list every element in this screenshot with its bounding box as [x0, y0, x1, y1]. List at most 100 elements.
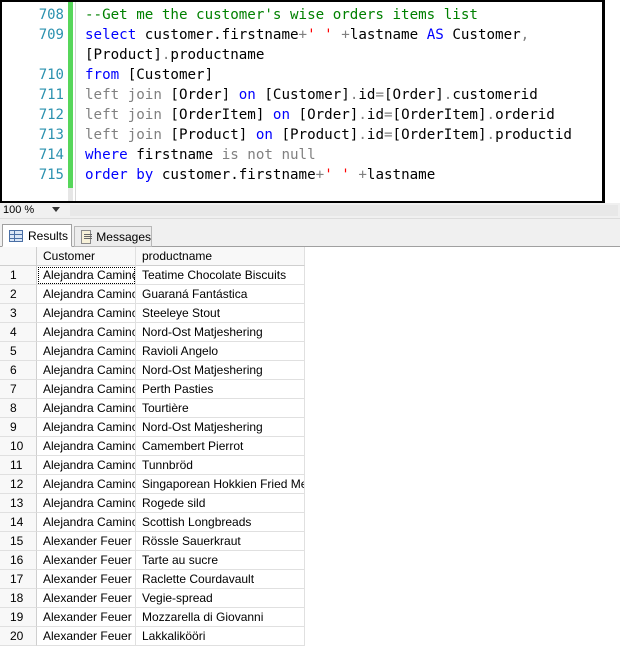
- row-number[interactable]: 9: [0, 418, 37, 437]
- cell-productname[interactable]: Teatime Chocolate Biscuits: [136, 266, 305, 285]
- cell-customer[interactable]: Alexander Feuer: [37, 570, 136, 589]
- code-line[interactable]: [Product].productname: [85, 45, 602, 65]
- cell-productname[interactable]: Rössle Sauerkraut: [136, 532, 305, 551]
- row-number[interactable]: 18: [0, 589, 37, 608]
- cell-productname[interactable]: Nord-Ost Matjeshering: [136, 418, 305, 437]
- code-line[interactable]: left join [Product] on [Product].id=[Ord…: [85, 125, 602, 145]
- row-number[interactable]: 5: [0, 342, 37, 361]
- results-grid-icon: [9, 229, 23, 242]
- cell-productname[interactable]: Tarte au sucre: [136, 551, 305, 570]
- cell-productname[interactable]: Rogede sild: [136, 494, 305, 513]
- cell-customer[interactable]: Alexander Feuer: [37, 532, 136, 551]
- cell-productname[interactable]: Ravioli Angelo: [136, 342, 305, 361]
- cell-productname[interactable]: Guaraná Fantástica: [136, 285, 305, 304]
- code-line[interactable]: order by customer.firstname+' ' +lastnam…: [85, 165, 602, 185]
- line-number: 715: [38, 167, 64, 183]
- cell-productname[interactable]: Mozzarella di Giovanni: [136, 608, 305, 627]
- cell-customer[interactable]: Alexander Feuer: [37, 627, 136, 646]
- tab-messages[interactable]: Messages: [74, 226, 152, 247]
- cell-customer[interactable]: Alejandra Camino: [37, 456, 136, 475]
- code-line[interactable]: select customer.firstname+' ' +lastname …: [85, 25, 602, 45]
- cell-productname[interactable]: Raclette Courdavault: [136, 570, 305, 589]
- row-number[interactable]: 12: [0, 475, 37, 494]
- column-header-customer[interactable]: Customer: [37, 247, 136, 266]
- messages-icon: [81, 229, 93, 244]
- row-number-header[interactable]: [0, 247, 37, 266]
- row-number[interactable]: 11: [0, 456, 37, 475]
- cell-productname[interactable]: Nord-Ost Matjeshering: [136, 323, 305, 342]
- code-token: [Product]: [161, 127, 256, 143]
- cell-customer[interactable]: Alexander Feuer: [37, 608, 136, 627]
- code-token: id: [358, 87, 376, 103]
- row-number[interactable]: 20: [0, 627, 37, 646]
- cell-customer[interactable]: Alejandra Camino: [37, 342, 136, 361]
- code-line[interactable]: from [Customer]: [85, 65, 602, 85]
- cell-productname[interactable]: Tourtière: [136, 399, 305, 418]
- editor-status-bar: 100 %: [0, 203, 620, 219]
- code-token: .: [358, 107, 367, 123]
- code-line[interactable]: where firstname is not null: [85, 145, 602, 165]
- row-number[interactable]: 15: [0, 532, 37, 551]
- row-number[interactable]: 7: [0, 380, 37, 399]
- cell-customer[interactable]: Alejandra Camino: [37, 380, 136, 399]
- change-tracking-bar-empty: [68, 188, 73, 201]
- cell-customer[interactable]: Alejandra Camino: [37, 323, 136, 342]
- code-token: +: [298, 27, 308, 43]
- cell-customer[interactable]: Alejandra Camino: [37, 361, 136, 380]
- cell-productname[interactable]: Scottish Longbreads: [136, 513, 305, 532]
- row-number[interactable]: 16: [0, 551, 37, 570]
- row-number[interactable]: 2: [0, 285, 37, 304]
- cell-customer[interactable]: Alejandra Camino: [37, 304, 136, 323]
- code-token: ' ': [324, 167, 350, 183]
- code-token: [OrderItem]: [161, 107, 273, 123]
- row-number[interactable]: 17: [0, 570, 37, 589]
- cell-customer[interactable]: Alejandra Camino: [37, 266, 136, 285]
- cell-customer[interactable]: Alejandra Camino: [37, 494, 136, 513]
- row-number[interactable]: 14: [0, 513, 37, 532]
- line-number: 713: [38, 127, 64, 143]
- cell-customer[interactable]: Alexander Feuer: [37, 551, 136, 570]
- code-token: .: [486, 107, 496, 123]
- cell-productname[interactable]: Lakkalikööri: [136, 627, 305, 646]
- cell-customer[interactable]: Alejandra Camino: [37, 513, 136, 532]
- cell-customer[interactable]: Alejandra Camino: [37, 418, 136, 437]
- cell-productname[interactable]: Nord-Ost Matjeshering: [136, 361, 305, 380]
- code-token: AS: [426, 27, 444, 43]
- code-line[interactable]: --Get me the customer's wise orders item…: [85, 5, 602, 25]
- code-token: [Product]: [272, 127, 359, 143]
- code-line[interactable]: left join [OrderItem] on [Order].id=[Ord…: [85, 105, 602, 125]
- code-token: [OrderItem]: [392, 107, 487, 123]
- horizontal-scrollbar[interactable]: [70, 205, 618, 216]
- cell-productname[interactable]: Tunnbröd: [136, 456, 305, 475]
- cell-productname[interactable]: Steeleye Stout: [136, 304, 305, 323]
- cell-productname[interactable]: Vegie-spread: [136, 589, 305, 608]
- code-token: --Get me the customer's wise orders item…: [85, 7, 478, 23]
- row-number[interactable]: 1: [0, 266, 37, 285]
- code-line[interactable]: left join [Order] on [Customer].id=[Orde…: [85, 85, 602, 105]
- row-number[interactable]: 6: [0, 361, 37, 380]
- cell-productname[interactable]: Camembert Pierrot: [136, 437, 305, 456]
- cell-customer[interactable]: Alejandra Camino: [37, 285, 136, 304]
- row-number[interactable]: 10: [0, 437, 37, 456]
- row-number[interactable]: 19: [0, 608, 37, 627]
- code-token: [Order]: [384, 87, 444, 103]
- row-number[interactable]: 8: [0, 399, 37, 418]
- cell-productname[interactable]: Perth Pasties: [136, 380, 305, 399]
- cell-customer[interactable]: Alejandra Camino: [37, 475, 136, 494]
- cell-customer[interactable]: Alexander Feuer: [37, 589, 136, 608]
- cell-customer[interactable]: Alejandra Camino: [37, 437, 136, 456]
- cell-productname[interactable]: Singaporean Hokkien Fried Mee: [136, 475, 305, 494]
- column-header-productname[interactable]: productname: [136, 247, 305, 266]
- zoom-dropdown-icon[interactable]: [52, 207, 60, 212]
- cell-customer[interactable]: Alejandra Camino: [37, 399, 136, 418]
- row-number[interactable]: 13: [0, 494, 37, 513]
- code-token: ,: [520, 27, 530, 43]
- tab-results[interactable]: Results: [2, 224, 72, 247]
- row-number[interactable]: 3: [0, 304, 37, 323]
- zoom-level[interactable]: 100 %: [3, 204, 35, 216]
- code-token: is not null: [221, 147, 316, 163]
- row-number[interactable]: 4: [0, 323, 37, 342]
- code-token: lastname: [366, 167, 436, 183]
